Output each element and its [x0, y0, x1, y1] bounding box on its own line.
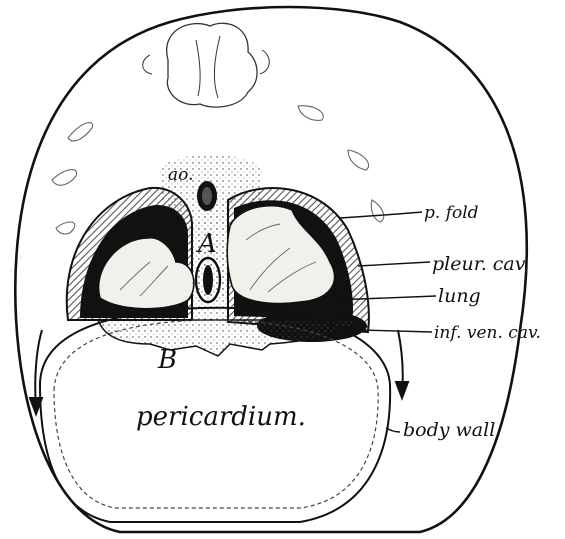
right-arrow — [396, 330, 408, 398]
neural-tube — [143, 23, 270, 107]
label-ao: ao. — [168, 165, 193, 185]
label-inf-ven-cav: inf. ven. cav. — [434, 323, 541, 343]
label-a: A — [196, 229, 217, 259]
left-arrow — [30, 330, 42, 414]
label-pericardium: pericardium. — [136, 402, 306, 432]
label-b: B — [157, 345, 177, 375]
label-p-fold: p. fold — [424, 203, 479, 223]
label-pleur-cav: pleur. cav. — [432, 253, 529, 275]
label-body-wall: body wall. — [403, 419, 501, 441]
label-lung: lung — [438, 285, 481, 307]
